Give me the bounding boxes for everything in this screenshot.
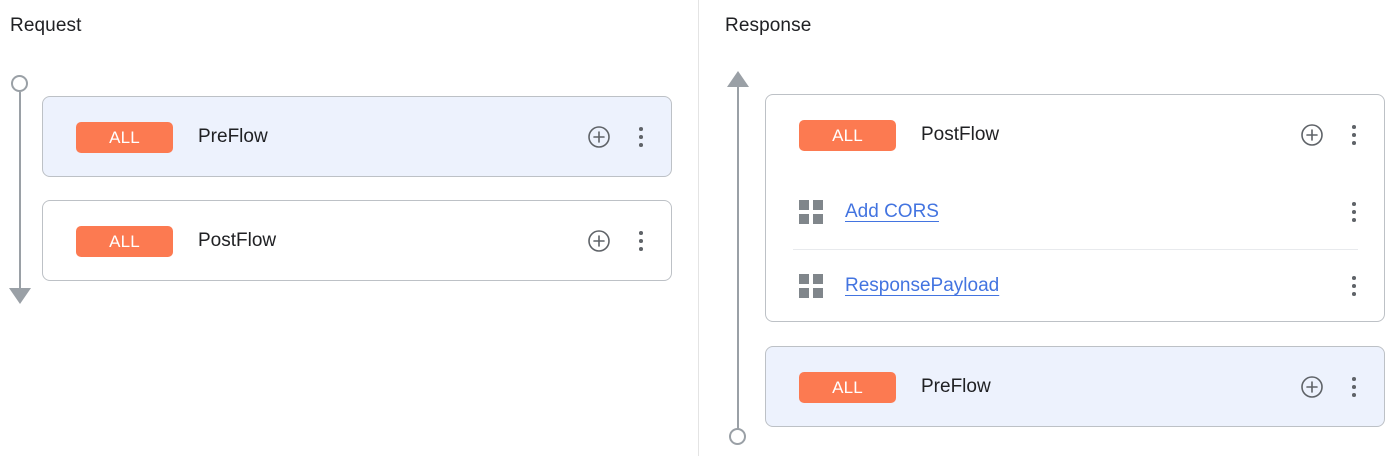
- plus-circle-icon[interactable]: [1300, 123, 1324, 147]
- kebab-menu-icon[interactable]: [1344, 123, 1364, 147]
- flow-name-label: PreFlow: [198, 126, 268, 147]
- flow-card-response-preflow[interactable]: ALL PreFlow: [765, 346, 1385, 427]
- policy-grid-icon: [799, 200, 823, 224]
- flow-card-request-postflow[interactable]: ALL PostFlow: [42, 200, 672, 281]
- flow-row-actions: [1300, 375, 1364, 399]
- flow-name-label: PreFlow: [921, 376, 991, 397]
- circle-node-icon: [729, 428, 746, 445]
- circle-node-icon: [11, 75, 28, 92]
- flow-row-actions: [587, 229, 651, 253]
- response-panel-title: Response: [725, 15, 812, 36]
- policy-row[interactable]: ResponsePayload: [766, 249, 1384, 323]
- flow-card-response-postflow[interactable]: ALL PostFlow Add CORS: [765, 94, 1385, 322]
- plus-circle-icon[interactable]: [587, 125, 611, 149]
- status-badge: ALL: [799, 371, 896, 403]
- status-badge: ALL: [76, 121, 173, 153]
- kebab-menu-icon[interactable]: [631, 125, 651, 149]
- flow-card-request-preflow[interactable]: ALL PreFlow: [42, 96, 672, 177]
- flow-header-row[interactable]: ALL PreFlow: [43, 97, 671, 177]
- flow-name-label: PostFlow: [921, 124, 1000, 145]
- flow-header-row[interactable]: ALL PreFlow: [766, 347, 1384, 427]
- status-badge: ALL: [76, 225, 173, 257]
- policy-row-actions: [1324, 274, 1364, 298]
- arrow-down-icon: [9, 288, 31, 304]
- panel-divider: [698, 0, 699, 456]
- rail-line: [737, 86, 739, 429]
- flow-row-actions: [587, 125, 651, 149]
- flow-row-actions: [1300, 123, 1364, 147]
- request-panel: Request ALL PreFlow: [9, 15, 672, 304]
- flow-header-row[interactable]: ALL PostFlow: [43, 201, 671, 281]
- request-panel-title: Request: [10, 15, 82, 36]
- status-badge: ALL: [799, 119, 896, 151]
- kebab-menu-icon[interactable]: [1344, 200, 1364, 224]
- rail-line: [19, 92, 21, 290]
- policy-link[interactable]: ResponsePayload: [845, 275, 1000, 296]
- policy-row-actions: [1324, 200, 1364, 224]
- policy-separator: [793, 249, 1358, 250]
- kebab-menu-icon[interactable]: [631, 229, 651, 253]
- flow-name-label: PostFlow: [198, 230, 277, 251]
- kebab-menu-icon[interactable]: [1344, 274, 1364, 298]
- policy-grid-icon: [799, 274, 823, 298]
- policy-row[interactable]: Add CORS: [766, 175, 1384, 249]
- kebab-menu-icon[interactable]: [1344, 375, 1364, 399]
- plus-circle-icon[interactable]: [587, 229, 611, 253]
- arrow-up-icon: [727, 71, 749, 87]
- plus-circle-icon[interactable]: [1300, 375, 1324, 399]
- flow-header-row[interactable]: ALL PostFlow: [766, 95, 1384, 175]
- policy-link[interactable]: Add CORS: [845, 201, 939, 222]
- response-panel: Response: [698, 0, 1393, 461]
